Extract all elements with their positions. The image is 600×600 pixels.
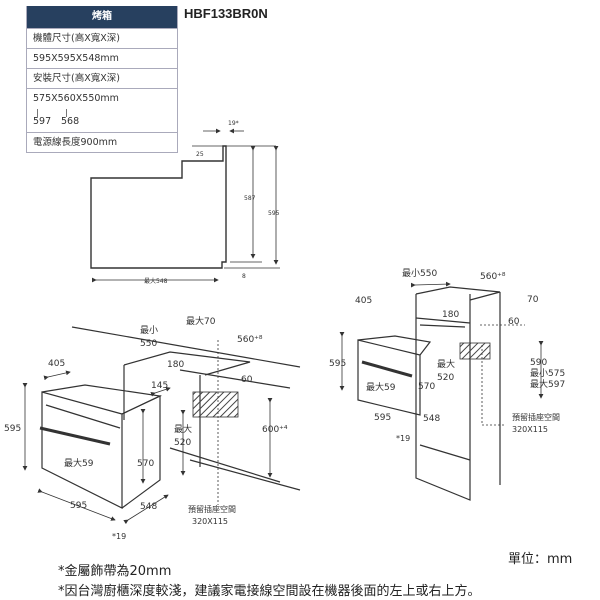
svg-text:550: 550 [140,339,157,349]
svg-text:最大70: 最大70 [186,315,216,327]
svg-text:560⁺⁸: 560⁺⁸ [237,335,263,345]
undercounter-view [39,326,301,509]
dim-587: 587 [244,195,256,202]
tolerance-597: 597 [33,116,52,127]
note-metal-trim: *金屬飾帶為20mm [58,564,172,579]
spec-row-body-size: 595X595X548mm [27,48,177,68]
dim-19: 19* [228,120,239,127]
svg-text:520: 520 [174,438,191,448]
dim-25: 25 [196,151,204,158]
svg-text:最小: 最小 [140,325,158,336]
dim-8: 8 [242,273,246,280]
svg-text:最大59: 最大59 [366,381,396,393]
spec-row-install-size: 575X560X550mm | | 597 568 [27,88,177,132]
tolerance-568: 568 [61,116,80,127]
unit-label: 單位：mm [508,552,573,567]
dim-595: 595 [268,210,280,217]
svg-text:320X115: 320X115 [512,425,548,434]
svg-text:590: 590 [530,358,547,368]
spec-row-body-size-label: 機體尺寸(高X寬X深) [27,28,177,48]
tall-cabinet-view [357,286,501,501]
svg-text:*19: *19 [112,532,126,541]
svg-text:595: 595 [374,413,391,423]
svg-text:最大597: 最大597 [530,378,565,390]
svg-text:70: 70 [527,295,539,305]
svg-text:*19: *19 [396,434,410,443]
svg-text:548: 548 [140,502,157,512]
svg-text:405: 405 [355,296,372,306]
svg-text:595: 595 [70,501,87,511]
svg-text:145: 145 [151,381,168,391]
svg-text:最大: 最大 [174,423,192,435]
model-number: HBF133BR0N [184,6,268,21]
svg-text:預留插座空間: 預留插座空間 [188,504,236,514]
spec-row-install-size-label: 安裝尺寸(高X寬X深) [27,68,177,88]
svg-text:60: 60 [508,317,520,327]
svg-text:595: 595 [4,424,21,434]
note-wiring: *因台灣廚櫃深度較淺，建議家電接線空間設在機器後面的左上或右上方。 [58,584,481,599]
svg-text:180: 180 [442,310,459,320]
svg-text:320X115: 320X115 [192,517,228,526]
svg-text:405: 405 [48,359,65,369]
svg-text:548: 548 [423,414,440,424]
spec-row-cord-length: 電源線長度900mm [27,132,177,152]
spec-table-header: 烤箱 [27,6,177,28]
dim-max548: 最大548 [144,277,168,285]
svg-text:570: 570 [418,382,435,392]
svg-text:595: 595 [329,359,346,369]
svg-text:180: 180 [167,360,184,370]
svg-text:570: 570 [137,459,154,469]
svg-text:最大59: 最大59 [64,457,94,469]
side-view [90,128,280,283]
svg-text:60: 60 [241,375,253,385]
svg-text:預留插座空間: 預留插座空間 [512,412,560,422]
svg-text:560⁺⁸: 560⁺⁸ [480,272,506,282]
svg-text:600⁺⁴: 600⁺⁴ [262,425,288,435]
svg-text:520: 520 [437,373,454,383]
spec-table: 烤箱 機體尺寸(高X寬X深) 595X595X548mm 安裝尺寸(高X寬X深)… [26,6,178,153]
svg-text:最小550: 最小550 [402,268,437,279]
svg-text:最小575: 最小575 [530,368,565,379]
svg-text:最大: 最大 [437,358,455,370]
